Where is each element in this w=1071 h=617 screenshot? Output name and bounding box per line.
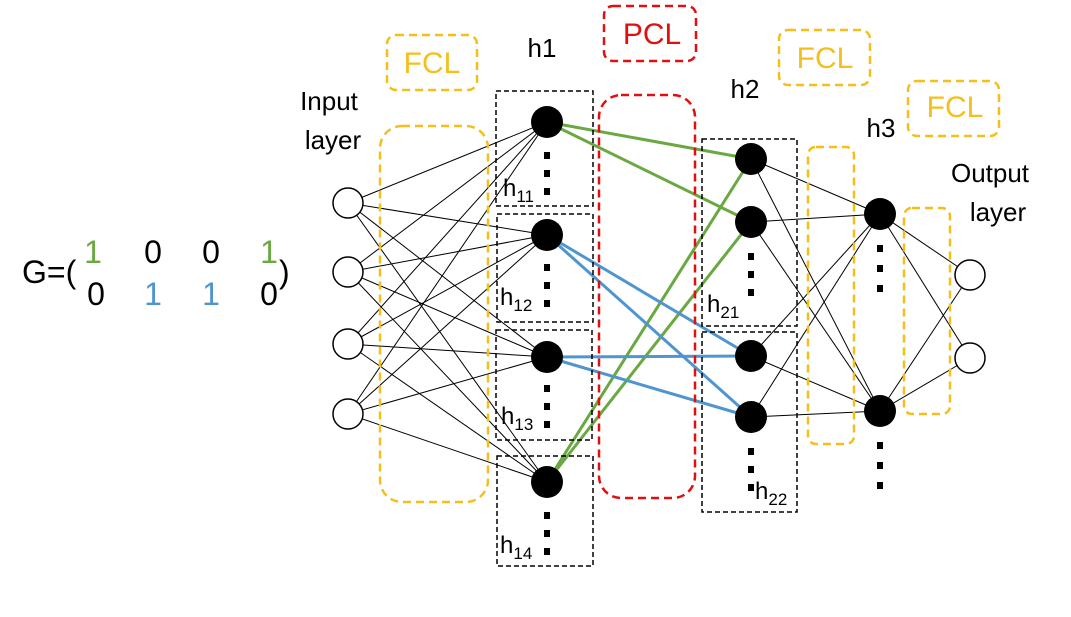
- h2-label: h2: [731, 74, 760, 104]
- h3-node: [864, 395, 896, 427]
- input-node: [332, 256, 364, 288]
- input-node: [332, 187, 364, 219]
- h2-node: [735, 206, 767, 238]
- group-box-h13: [495, 329, 593, 441]
- edges-h3-to-output: [879, 213, 971, 412]
- input-layer-label-line1: Input: [300, 86, 359, 116]
- fcl-tag-box-3: [906, 79, 1001, 138]
- fcl-tag-3: FCL: [927, 91, 984, 124]
- group-boxes: [495, 90, 798, 567]
- group-label-main: h: [500, 284, 513, 311]
- input-layer-label-line2: layer: [305, 125, 362, 155]
- group-label-h13: h13: [501, 403, 533, 434]
- matrix-prefix: G=(: [22, 254, 77, 290]
- fcl-box-2: [806, 145, 856, 446]
- group-label-h22: h22: [755, 478, 787, 509]
- pcl-box: [597, 93, 697, 500]
- group-label-main: h: [707, 291, 720, 318]
- h2-node: [735, 143, 767, 175]
- matrix-cell: 1: [202, 276, 220, 312]
- group-label-main: h: [503, 175, 516, 202]
- group-label-sub: 22: [768, 490, 787, 509]
- h2-nodes: [735, 143, 767, 433]
- h1-node: [531, 106, 563, 138]
- h3-nodes: [864, 198, 896, 427]
- input-nodes: [332, 187, 364, 430]
- edges-h2-to-h3: [750, 158, 881, 418]
- fcl-tag-2: FCL: [797, 42, 854, 75]
- h1-node: [531, 466, 563, 498]
- output-layer-label-line1: Output: [951, 158, 1030, 188]
- group-box-h22: [701, 331, 798, 513]
- fcl-box-3: [902, 206, 952, 416]
- group-box-h11: [495, 90, 594, 207]
- output-node: [954, 342, 986, 374]
- matrix-cell: 1: [144, 276, 162, 312]
- group-box-h21: [701, 138, 798, 327]
- h3-label: h3: [867, 113, 896, 143]
- output-layer-label-line2: layer: [970, 197, 1027, 227]
- pcl-tag-box: [602, 4, 698, 63]
- input-node: [332, 328, 364, 360]
- group-label-h12: h12: [500, 284, 532, 315]
- matrix-cell: 1: [84, 234, 102, 270]
- h1-nodes: [531, 106, 563, 498]
- group-box-h12: [496, 213, 594, 323]
- matrix-cell: 0: [87, 276, 105, 312]
- h2-node: [735, 340, 767, 372]
- group-label-main: h: [755, 478, 768, 505]
- h3-node: [864, 198, 896, 230]
- matrix-g: G=( ) 1 0 0 1 0 1 1 0: [22, 234, 290, 312]
- matrix-cell: 0: [260, 276, 278, 312]
- group-label-sub: 13: [514, 415, 533, 434]
- ellipsis-dots: [544, 152, 883, 555]
- edges-h1-to-h2-green: [545, 120, 753, 483]
- group-label-sub: 12: [513, 296, 532, 315]
- fcl-box-1: [378, 124, 490, 504]
- output-nodes: [954, 259, 986, 374]
- matrix-cell: 1: [260, 234, 278, 270]
- group-label-h14: h14: [500, 532, 532, 563]
- group-label-sub: 11: [516, 187, 534, 206]
- group-label-main: h: [500, 532, 513, 559]
- group-label-main: h: [501, 403, 514, 430]
- group-label-h21: h21: [707, 291, 739, 322]
- fcl-tag-box-2: [777, 28, 872, 87]
- fcl-tag-box-1: [385, 33, 479, 92]
- h1-label: h1: [528, 33, 557, 63]
- matrix-cell: 0: [144, 234, 162, 270]
- pcl-tag: PCL: [623, 18, 681, 51]
- fcl-tag-1: FCL: [404, 47, 461, 80]
- h1-node: [531, 219, 563, 251]
- group-label-h11: h11: [503, 175, 534, 206]
- matrix-suffix: ): [279, 254, 290, 290]
- input-node: [332, 398, 364, 430]
- h1-node: [531, 341, 563, 373]
- output-node: [954, 259, 986, 291]
- matrix-cell: 0: [202, 234, 220, 270]
- edges-h1-to-h2-blue: [546, 233, 752, 419]
- h2-node: [735, 401, 767, 433]
- group-box-h14: [496, 455, 594, 567]
- group-label-sub: 21: [720, 303, 739, 322]
- group-label-sub: 14: [513, 544, 532, 563]
